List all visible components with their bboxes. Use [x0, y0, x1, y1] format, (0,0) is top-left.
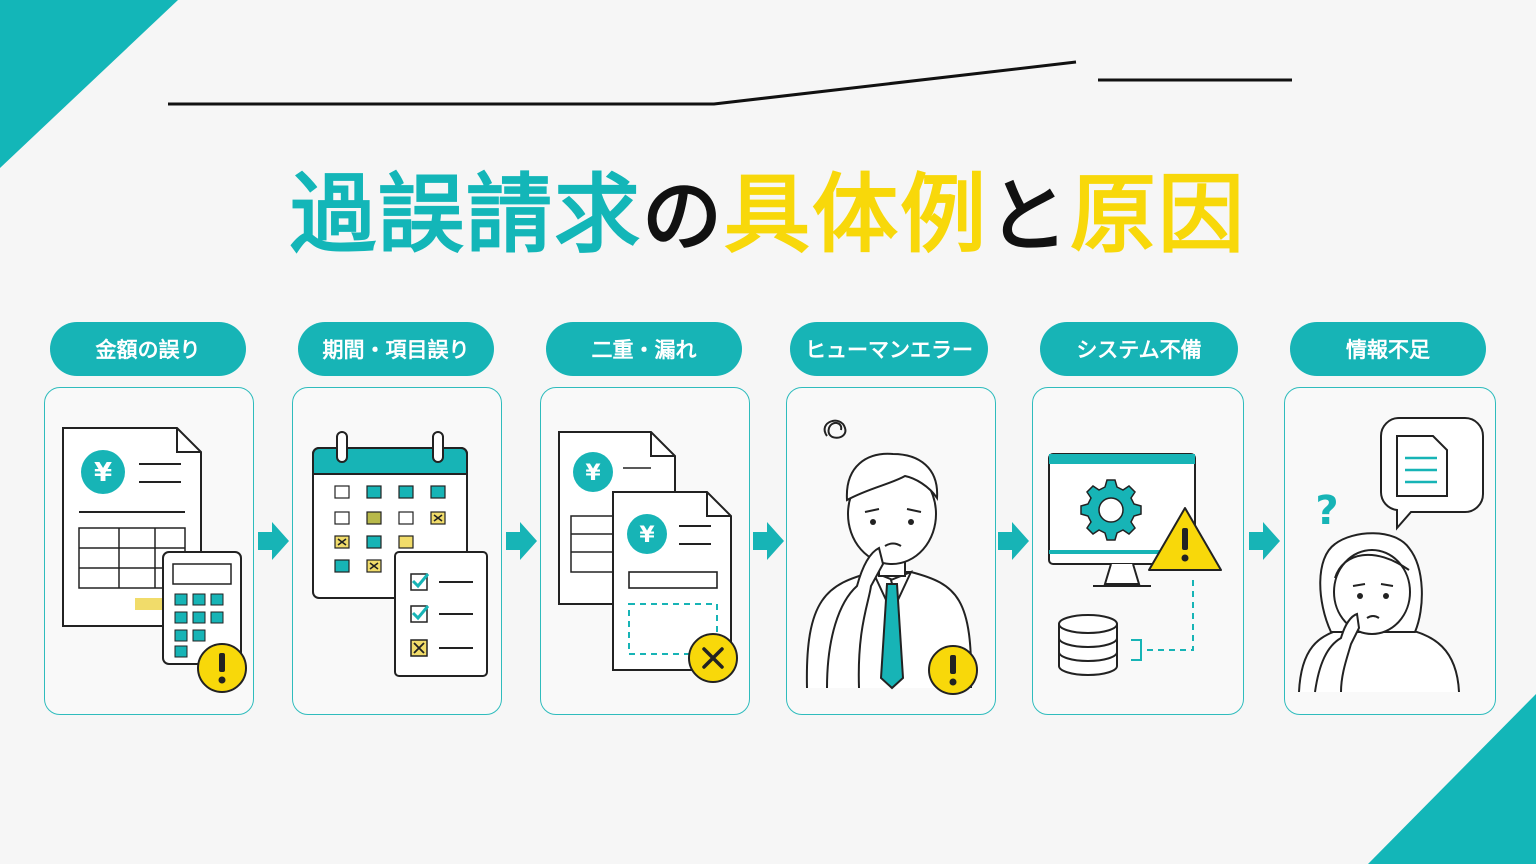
svg-text:¥: ¥	[94, 458, 112, 488]
step-1-label: 金額の誤り	[50, 322, 246, 376]
title-part-4: と	[988, 170, 1070, 263]
step-3-card: ¥ ¥	[540, 387, 750, 715]
arrow-right-icon	[258, 522, 289, 560]
page-title: 過誤請求の具体例と原因	[0, 160, 1536, 270]
svg-text:¥: ¥	[585, 461, 601, 486]
decorative-lines	[168, 60, 1292, 106]
person-question-document-icon: ?	[1298, 417, 1484, 693]
title-part-2: の	[642, 170, 724, 263]
corner-triangle-bottom-right	[1368, 694, 1536, 864]
step-5-label: システム不備	[1040, 322, 1238, 376]
svg-text:?: ?	[1315, 488, 1338, 534]
confused-person-icon	[805, 419, 978, 695]
monitor-gear-warning-icon	[1048, 453, 1222, 676]
calendar-checklist-icon	[312, 431, 488, 677]
svg-text:¥: ¥	[639, 523, 655, 548]
step-4-label: ヒューマンエラー	[790, 322, 988, 376]
title-part-5: 原因	[1070, 165, 1246, 265]
arrow-right-icon	[753, 522, 784, 560]
step-5-card	[1032, 387, 1244, 715]
title-part-1: 過誤請求	[290, 165, 642, 265]
duplicate-invoice-missing-icon: ¥ ¥	[558, 431, 738, 683]
step-1-card: ¥	[44, 387, 254, 715]
arrow-right-icon	[506, 522, 537, 560]
step-2-card	[292, 387, 502, 715]
title-part-3: 具体例	[724, 165, 988, 265]
step-3-label: 二重・漏れ	[546, 322, 742, 376]
arrow-right-icon	[1249, 522, 1280, 560]
invoice-calculator-warning-icon: ¥	[62, 427, 247, 693]
step-2-label: 期間・項目誤り	[298, 322, 494, 376]
step-6-label: 情報不足	[1290, 322, 1486, 376]
step-4-card	[786, 387, 996, 715]
step-6-card: ?	[1284, 387, 1496, 715]
corner-triangle-top-left	[0, 0, 178, 168]
arrow-right-icon	[998, 522, 1029, 560]
